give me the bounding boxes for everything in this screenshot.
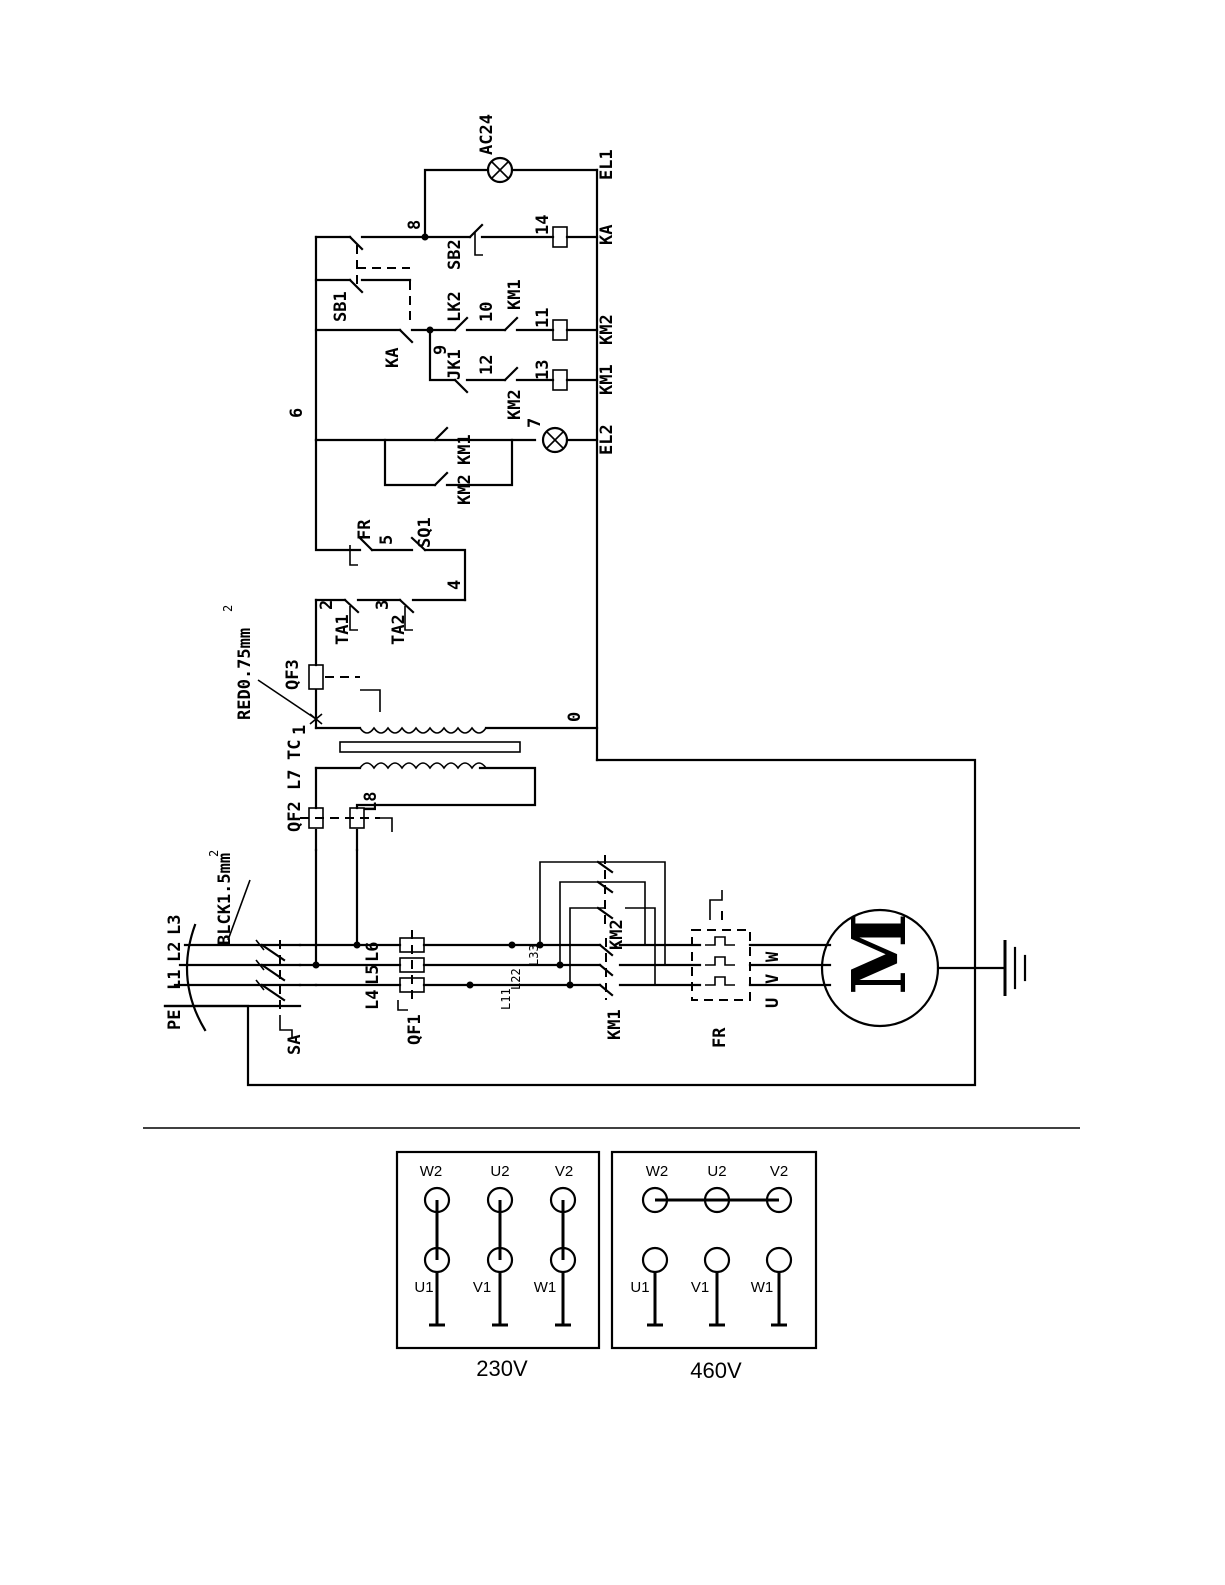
qf2-breaker bbox=[300, 808, 392, 850]
wire-spec-main-sup: 2 bbox=[207, 850, 221, 857]
wire-spec-main: BLCK1.5mm 2 bbox=[207, 850, 235, 945]
label-l22: L22 bbox=[509, 968, 523, 990]
terminal-box-230v: W2 U2 V2 U1 V1 W1 230V bbox=[397, 1152, 599, 1381]
label-l6: L6 bbox=[363, 942, 383, 962]
wire-spec-ctrl-sup: 2 bbox=[221, 605, 235, 612]
ground-icon bbox=[1005, 940, 1025, 996]
label-el2: EL2 bbox=[597, 424, 617, 455]
label-km1-power: KM1 bbox=[605, 1009, 625, 1040]
label-qf3: QF3 bbox=[283, 659, 303, 690]
label-node-11: 11 bbox=[533, 308, 553, 328]
label-l1: L1 bbox=[165, 970, 185, 990]
label-node-8: 8 bbox=[405, 220, 425, 230]
tb2-label-w2: W2 bbox=[646, 1163, 669, 1180]
tb1-label-v1: V1 bbox=[473, 1279, 491, 1296]
schematic-labels: PE L1 L2 L3 BLCK1.5mm 2 SA L4 L5 L6 QF1 … bbox=[165, 114, 923, 1055]
label-v: V bbox=[763, 974, 783, 984]
tb2-terminal-v1 bbox=[705, 1248, 729, 1272]
label-motor: M bbox=[837, 913, 923, 995]
tb2-label-v1: V1 bbox=[691, 1279, 709, 1296]
label-node-0: 0 bbox=[565, 712, 585, 722]
label-km2-hold: KM2 bbox=[455, 474, 475, 505]
wire-spec-ctrl-text: RED0.75mm bbox=[235, 628, 255, 720]
label-node-3: 3 bbox=[373, 600, 393, 610]
coil-km2 bbox=[553, 320, 567, 340]
label-ka-contact: KA bbox=[383, 348, 403, 368]
label-km2-power: KM2 bbox=[607, 919, 627, 950]
label-node-12: 12 bbox=[477, 355, 497, 375]
qf1-breaker bbox=[398, 930, 424, 1010]
label-node-14: 14 bbox=[533, 215, 553, 235]
tb1-label-w1: W1 bbox=[534, 1279, 557, 1296]
tb1-label-u2: U2 bbox=[490, 1163, 509, 1180]
label-sb2: SB2 bbox=[445, 239, 465, 270]
tb2-label-v2: V2 bbox=[770, 1163, 788, 1180]
label-km1-coil: KM1 bbox=[597, 364, 617, 395]
label-ac24: AC24 bbox=[477, 114, 497, 155]
label-u: U bbox=[763, 998, 783, 1008]
wire-spec-ctrl: RED0.75mm 2 bbox=[221, 605, 255, 720]
label-qf1: QF1 bbox=[405, 1014, 425, 1045]
label-node-10: 10 bbox=[477, 302, 497, 322]
label-ta2: TA2 bbox=[389, 614, 409, 645]
label-km2-coil: KM2 bbox=[597, 314, 617, 345]
terminal-box-460v: W2 U2 V2 U1 V1 W1 460V bbox=[612, 1152, 816, 1383]
tb2-label-u2: U2 bbox=[707, 1163, 726, 1180]
label-fr-ctrl: FR bbox=[355, 519, 375, 540]
label-lk2: LK2 bbox=[445, 291, 465, 322]
label-node-9: 9 bbox=[431, 345, 451, 355]
cable-gland bbox=[187, 925, 205, 1030]
label-l11: L11 bbox=[499, 988, 513, 1010]
tb1-voltage: 230V bbox=[476, 1356, 528, 1381]
label-sb1: SB1 bbox=[331, 291, 351, 322]
tb2-label-u1: U1 bbox=[630, 1279, 649, 1296]
label-sq1: SQ1 bbox=[415, 517, 435, 548]
label-l8: L8 bbox=[361, 792, 381, 812]
coil-ka bbox=[553, 227, 567, 247]
label-node-6: 6 bbox=[287, 408, 307, 418]
label-ka-coil: KA bbox=[597, 225, 617, 245]
tb2-voltage: 460V bbox=[690, 1358, 742, 1383]
qf3-breaker bbox=[309, 665, 380, 712]
label-l4: L4 bbox=[363, 990, 383, 1010]
label-l3: L3 bbox=[165, 915, 185, 935]
label-fr-power: FR bbox=[710, 1027, 730, 1048]
label-l33: L33 bbox=[527, 944, 541, 966]
tb2-label-w1: W1 bbox=[751, 1279, 774, 1296]
label-l7: L7 bbox=[285, 770, 305, 790]
label-node-13: 13 bbox=[533, 360, 553, 380]
label-km1-interlock: KM1 bbox=[505, 279, 525, 310]
label-node-1: 1 bbox=[290, 725, 310, 735]
label-node-7: 7 bbox=[525, 418, 545, 428]
label-pe: PE bbox=[165, 1010, 185, 1030]
tb1-label-u1: U1 bbox=[414, 1279, 433, 1296]
label-w: W bbox=[763, 951, 783, 962]
wire-spec-main-text: BLCK1.5mm bbox=[215, 853, 235, 945]
label-el1: EL1 bbox=[597, 149, 617, 180]
label-node-4: 4 bbox=[445, 580, 465, 590]
tb2-terminal-u1 bbox=[643, 1248, 667, 1272]
label-km2-lamp: KM2 bbox=[505, 389, 525, 420]
tb1-label-w2: W2 bbox=[420, 1163, 443, 1180]
tb2-terminal-w1 bbox=[767, 1248, 791, 1272]
label-qf2: QF2 bbox=[285, 801, 305, 832]
label-node-5: 5 bbox=[377, 535, 397, 545]
label-node-2: 2 bbox=[317, 600, 337, 610]
label-l2: L2 bbox=[165, 942, 185, 962]
label-tc: TC bbox=[285, 740, 305, 760]
label-ta1: TA1 bbox=[333, 614, 353, 645]
sa-disconnect bbox=[256, 940, 316, 1038]
label-km1-hold: KM1 bbox=[455, 434, 475, 465]
control-circuit bbox=[258, 158, 597, 760]
transformer-tc bbox=[316, 728, 597, 768]
tb1-label-v2: V2 bbox=[555, 1163, 573, 1180]
label-sa: SA bbox=[285, 1035, 305, 1055]
coil-km1 bbox=[553, 370, 567, 390]
label-l5: L5 bbox=[363, 965, 383, 985]
